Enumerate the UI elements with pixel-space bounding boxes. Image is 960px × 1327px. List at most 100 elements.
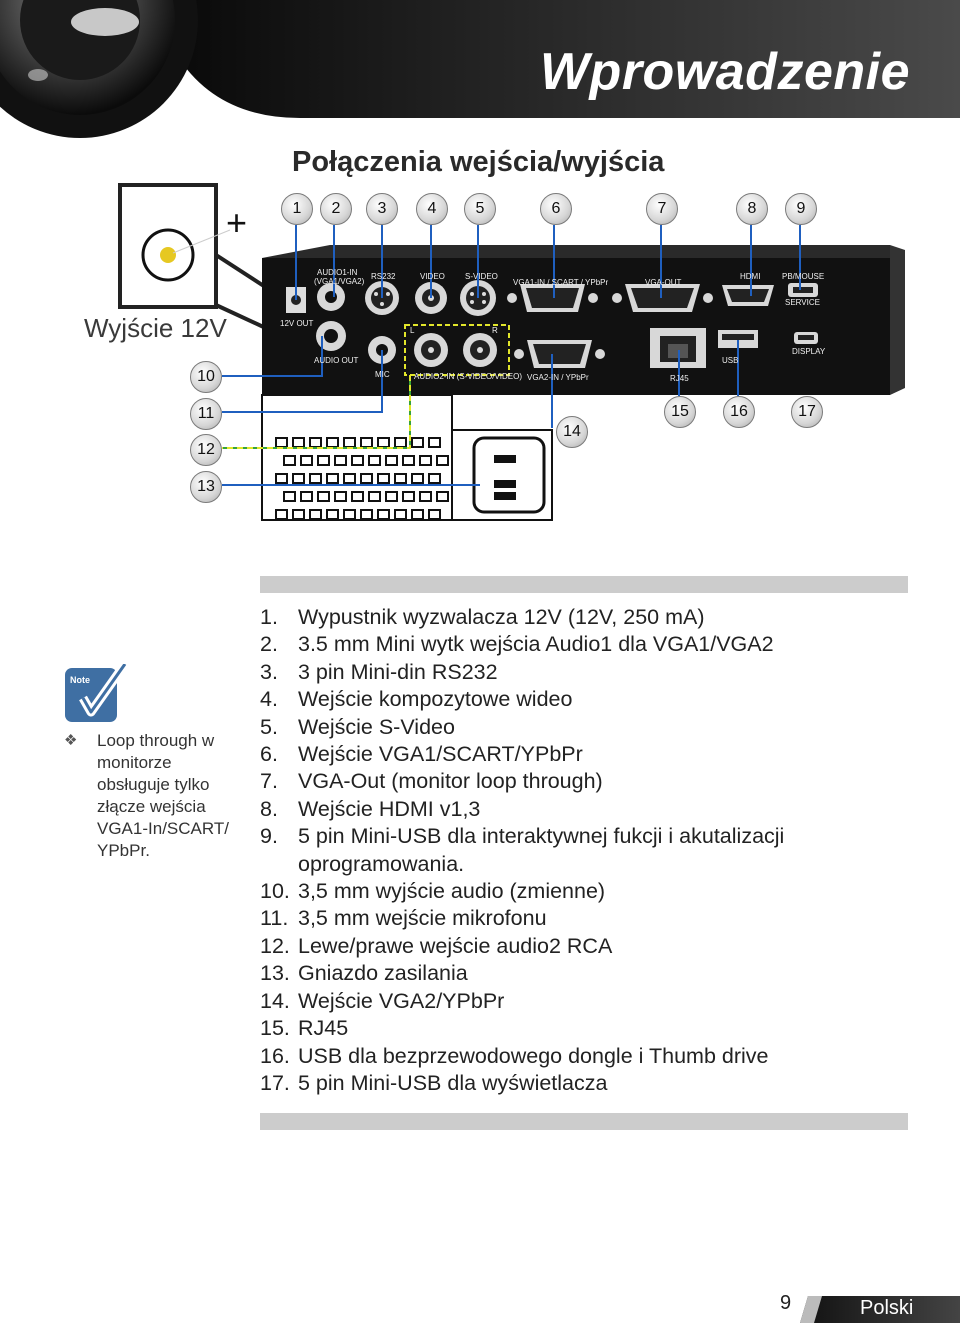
list-item-text: 5 pin Mini-USB dla interaktywnej fukcji … [298,824,785,876]
footer-tab [800,1296,960,1323]
list-item-text: Wypustnik wyzwalacza 12V (12V, 250 mA) [298,605,705,629]
audio2-leader [222,375,411,449]
callout-badge: 12 [190,434,222,466]
port-vga1-in [507,284,598,312]
callout-badge: 11 [190,398,222,430]
vent-slot [419,491,432,502]
section-title: Połączenia wejścia/wyjścia [292,146,665,178]
vent-slot [292,509,305,520]
callout-badge: 17 [791,396,823,428]
list-item-number: 2. [260,632,278,657]
vent-slot [368,491,381,502]
vent-slot [368,455,381,466]
vent-slot [351,491,364,502]
port-vga-out [612,284,713,312]
list-item: 9. 5 pin Mini-USB dla interaktywnej fukcj… [260,823,900,878]
label-audio2-in: AUDIO2-IN (S-VIDEO/VIDEO) [414,372,523,381]
vent-slot [300,455,313,466]
list-item-text: 5 pin Mini-USB dla wyświetlacza [298,1070,608,1095]
note-icon-label: Note [70,675,90,685]
list-item: 5.Wejście S-Video [260,714,900,741]
vent-slot [292,473,305,484]
vent-slot [275,509,288,520]
vent-slot [275,473,288,484]
vent-slot [309,473,322,484]
vent-slot [360,473,373,484]
list-item-number: 15. [260,1016,290,1041]
label-vga-out: VGA-OUT [645,278,682,287]
vent-slot [428,437,441,448]
note-text: Loop through w monitorze obsługuje tylko… [97,731,229,860]
vent-slot [377,509,390,520]
list-item-text: RJ45 [298,1016,349,1041]
list-item-number: 16. [260,1043,290,1068]
list-item: 13. Gniazdo zasilania [260,960,900,987]
vent-slot [436,491,449,502]
list-item: 10.3,5 mm wyjście audio (zmienne) [260,878,900,905]
label-display: DISPLAY [792,347,826,356]
label-hdmi: HDMI [740,272,761,281]
label-video: VIDEO [420,272,445,281]
list-item-number: 5. [260,714,278,739]
list-item-text: Wejście VGA1/SCART/YPbPr [298,742,583,767]
vent-slot [385,491,398,502]
list-item-text: 3,5 mm wyjście audio (zmienne) [298,879,606,904]
list-item-text: USB dla bezprzewodowego dongle i Thumb d… [298,1043,769,1068]
lens-graphic [0,0,198,138]
list-item-text: Wejście kompozytowe wideo [298,687,573,712]
list-item-number: 7. [260,769,278,794]
vent-slot [360,509,373,520]
vent-slot [343,509,356,520]
header-band [0,0,960,138]
label-service: SERVICE [785,298,820,307]
list-item: 8.Wejście HDMI v1,3 [260,796,900,823]
list-item: 4.Wejście kompozytowe wideo [260,686,900,713]
label-rj45: RJ45 [670,374,689,383]
list-item-number: 9. [260,824,278,849]
callout-badge: 3 [366,193,398,225]
label-pb-mouse: PB/MOUSE [782,272,825,281]
port-hdmi [722,285,774,306]
list-item: 16. USB dla bezprzewodowego dongle i Thum… [260,1043,900,1070]
vent-slot [309,509,322,520]
label-audio1-in: AUDIO1-IN [317,268,358,277]
list-item-number: 1. [260,605,278,629]
label-mic: MIC [375,370,390,379]
vent-grille [275,437,449,520]
list-item-text: Wejście HDMI v1,3 [298,796,481,821]
port-audio1-in [317,283,345,311]
port-audio2-l [414,333,448,367]
list-item-number: 14. [260,988,290,1013]
vent-slot [419,455,432,466]
list-item-number: 11. [260,906,289,931]
port-usb [718,330,758,348]
vent-slot [317,455,330,466]
callout-badge: 5 [464,193,496,225]
list-item-number: 17. [260,1070,290,1095]
note-bullet-icon: ❖ [64,732,78,749]
list-item-text: VGA-Out (monitor loop through) [298,769,603,794]
vent-slot [326,509,339,520]
vent-slot [402,491,415,502]
page-number: 9 [780,1292,792,1314]
callout-badge: 14 [556,416,588,448]
vent-slot [428,473,441,484]
top-rule [260,576,908,593]
vent-slot [377,473,390,484]
list-item-text: Gniazdo zasilania [298,961,468,986]
list-item: 12.Lewe/prawe wejście audio2 RCA [260,933,900,960]
vent-slot [334,455,347,466]
label-audio-out: AUDIO OUT [314,356,359,365]
list-item: 3.3 pin Mini-din RS232 [260,659,900,686]
label-vga1-in: VGA1-IN / SCART / YPbPr [513,278,609,287]
label-vga2-in: VGA2-IN / YPbPr [527,373,589,382]
label-left: L [410,326,415,335]
vent-slot [394,509,407,520]
list-item-text: 3 pin Mini-din RS232 [298,659,498,684]
vent-slot [428,509,441,520]
label-audio1-in-sub: (VGA1/VGA2) [314,277,365,286]
list-item-number: 13. [260,961,290,986]
label-usb: USB [722,356,739,365]
callout-badge: 6 [540,193,572,225]
port-vga2-in [514,340,605,368]
